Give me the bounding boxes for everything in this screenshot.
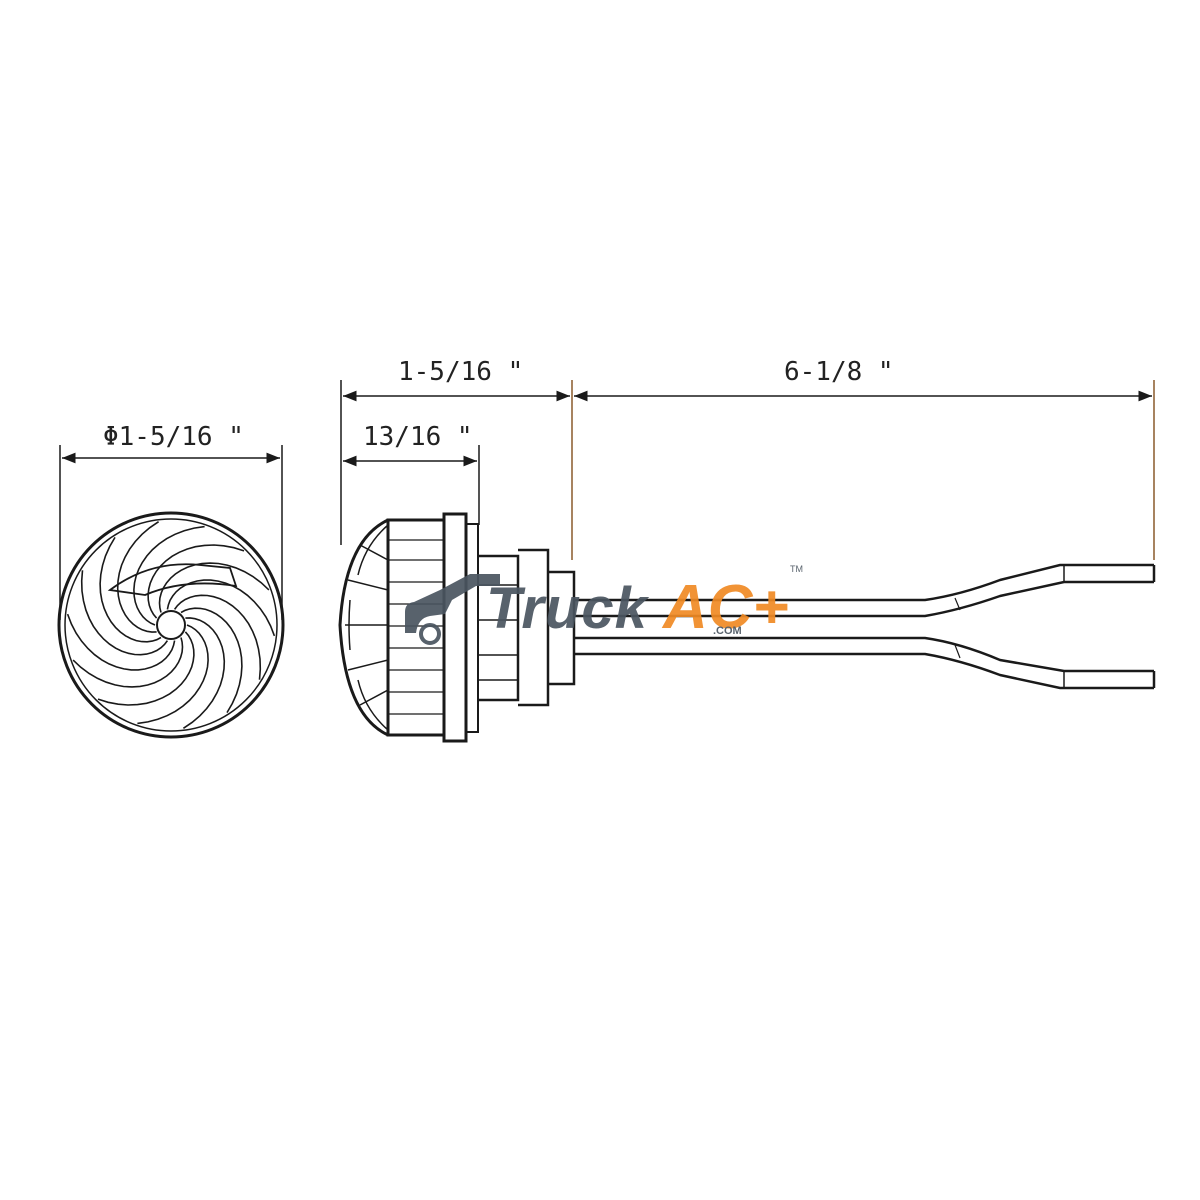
lower-wire-top	[574, 636, 1154, 673]
lower-wire-bottom	[574, 652, 1154, 690]
dome-profile	[338, 518, 389, 737]
truckac-watermark-logo: Truck AC+ TM .COM	[405, 564, 803, 645]
upper-wire-top	[574, 563, 1154, 602]
side-lens-dome	[338, 512, 576, 743]
lens-depth-label: 13/16 "	[363, 422, 473, 452]
grommet-collar	[518, 548, 550, 707]
logo-word-truck: Truck	[486, 576, 650, 641]
swirl-blade	[137, 624, 209, 725]
grommet-neck	[548, 570, 576, 686]
flange-lip	[465, 523, 479, 733]
overall-dimension-label: 1-5/16 "	[398, 357, 523, 387]
diameter-dimension: Φ1-5/16 "	[59, 422, 283, 620]
swirl-blade	[97, 631, 195, 706]
swirl-blade	[133, 525, 205, 626]
swirl-blade	[80, 570, 169, 656]
wire-leads	[574, 563, 1156, 690]
lead-length-label: 6-1/8 "	[784, 357, 894, 387]
swirl-blade	[72, 637, 184, 688]
lens-outer-ring	[57, 511, 285, 739]
truck-logo-icon	[405, 574, 500, 633]
swirl-blade	[182, 617, 226, 729]
lead-length-dimension: 6-1/8 "	[574, 357, 1155, 560]
lens-reflector-arc	[107, 563, 238, 596]
side-view: 1-5/16 " 13/16 " 6-1/8 "	[338, 357, 1156, 743]
lens-center-hub	[156, 610, 186, 640]
lens-swirl-pattern	[66, 521, 276, 729]
swirl-blade	[180, 607, 243, 714]
front-lens	[57, 511, 285, 739]
front-view: Φ1-5/16 "	[57, 422, 285, 739]
lens-depth-dimension: 13/16 "	[343, 422, 480, 525]
logo-domain: .COM	[713, 625, 742, 637]
swirl-blade	[66, 613, 176, 671]
swirl-blade	[99, 536, 162, 643]
swirl-blade	[116, 521, 160, 633]
overall-dimension: 1-5/16 "	[340, 357, 573, 560]
swirl-blade	[173, 594, 262, 680]
swirl-blade	[166, 579, 276, 637]
logo-trademark: TM	[790, 564, 803, 574]
grommet-body	[478, 554, 520, 702]
logo-word-ac: AC+	[661, 573, 789, 642]
mounting-flange	[442, 512, 468, 743]
lens-inner-ring	[64, 518, 278, 732]
upper-wire-bottom	[574, 580, 1154, 618]
diameter-label: Φ1-5/16 "	[103, 422, 244, 452]
swirl-blade	[158, 562, 270, 613]
dome-facet-lines	[345, 544, 389, 706]
